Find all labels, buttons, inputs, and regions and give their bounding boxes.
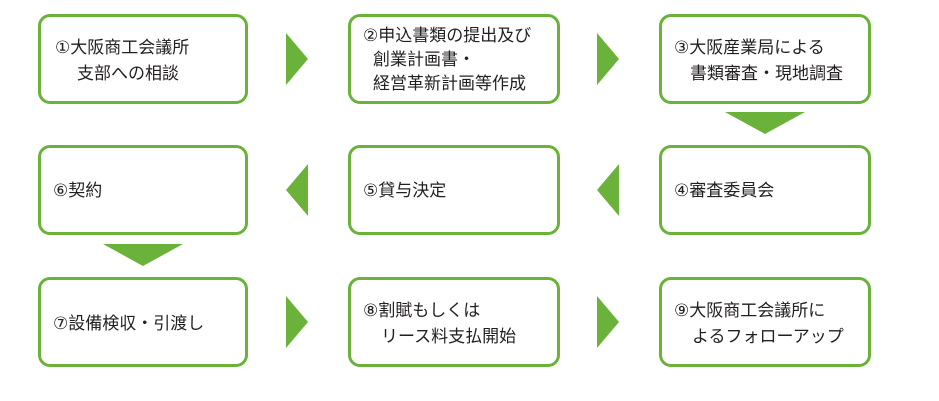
step-5-box: ⑤貸与決定 <box>348 145 560 235</box>
step-2-line-2: 創業計画書・ <box>373 50 475 70</box>
arrow-right-7-8 <box>286 296 308 348</box>
step-2-line-1: ②申込書類の提出及び <box>363 26 532 46</box>
step-6-line-1: ⑥契約 <box>53 181 103 201</box>
arrow-right-8-9 <box>597 296 619 348</box>
step-3-line-1: ③大阪産業局による <box>674 38 825 58</box>
step-8-box: ⑧割賦もしくは リース料支払開始 <box>348 277 560 367</box>
arrow-right-2-3 <box>597 33 619 85</box>
arrow-down-6-7 <box>103 244 183 266</box>
arrow-left-4-5 <box>597 164 619 216</box>
arrow-right-1-2 <box>286 33 308 85</box>
step-7-line-1: ⑦設備検収・引渡し <box>53 314 205 334</box>
step-4-line-1: ④審査委員会 <box>674 181 775 201</box>
step-2-line-3: 経営革新計画等作成 <box>373 74 526 94</box>
arrow-down-3-4 <box>725 112 805 134</box>
step-7-box: ⑦設備検収・引渡し <box>38 277 248 367</box>
step-9-box: ⑨大阪商工会議所に よるフォローアップ <box>659 277 871 367</box>
step-1-line-2: 支部への相談 <box>77 64 179 84</box>
arrow-left-5-6 <box>286 164 308 216</box>
step-5-line-1: ⑤貸与決定 <box>363 181 447 201</box>
step-8-line-2: リース料支払開始 <box>381 327 517 347</box>
step-1-box: ①大阪商工会議所 支部への相談 <box>38 14 248 104</box>
step-6-box: ⑥契約 <box>38 145 248 235</box>
step-3-box: ③大阪産業局による 書類審査・現地調査 <box>659 14 871 104</box>
step-8-line-1: ⑧割賦もしくは <box>363 301 481 321</box>
step-1-line-1: ①大阪商工会議所 <box>55 38 190 58</box>
step-3-line-2: 書類審査・現地調査 <box>690 64 843 84</box>
step-4-box: ④審査委員会 <box>659 145 871 235</box>
step-2-box: ②申込書類の提出及び 創業計画書・ 経営革新計画等作成 <box>348 14 560 104</box>
step-9-line-1: ⑨大阪商工会議所に <box>674 301 826 321</box>
step-9-line-2: よるフォローアップ <box>692 327 844 347</box>
